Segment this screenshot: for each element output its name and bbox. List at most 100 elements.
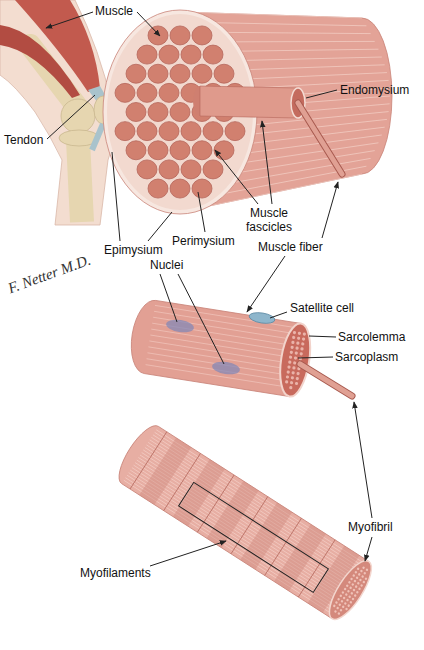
a-band (139, 438, 191, 505)
myofilament-section (346, 584, 349, 587)
myofibril-section (299, 352, 303, 356)
a-band (173, 459, 225, 526)
fascicle (170, 26, 190, 45)
fascicle (225, 122, 245, 141)
leader-arrow (215, 150, 258, 204)
fascicle (148, 26, 168, 45)
myofibril-face (322, 555, 379, 625)
myofibril-section (293, 331, 297, 335)
leader-line (198, 192, 205, 232)
myofilament-box (179, 482, 329, 592)
myofilament-section (351, 583, 354, 586)
fascicle (170, 103, 190, 122)
part-label: Tendon (4, 133, 43, 147)
femur-condyle (61, 99, 95, 133)
myofilament-section (358, 573, 361, 576)
leader-line (47, 95, 95, 139)
patellar-ligament (92, 124, 103, 150)
part-label: Epimysium (104, 243, 163, 257)
leader-arrow (247, 256, 285, 312)
z-line (164, 453, 201, 510)
myofilament-section (351, 597, 354, 600)
myofibril-section (287, 365, 291, 369)
myofilament-section (356, 567, 359, 570)
myofilament-section (349, 601, 352, 604)
fascicle (148, 141, 168, 160)
fascicle (181, 122, 201, 141)
part-label: Myofilaments (80, 566, 151, 580)
fascicle (148, 103, 168, 122)
myofibril-section (303, 332, 307, 336)
myofibril-section (286, 370, 290, 374)
z-line (298, 540, 335, 597)
myofibril-section (294, 351, 298, 355)
myofilament-section (352, 574, 355, 577)
myofibril-rod (300, 364, 352, 396)
myofibril-section (290, 381, 294, 385)
fascicle (126, 64, 146, 83)
leader-arrow (262, 121, 272, 204)
leader-arrow (137, 12, 160, 36)
fascicle (148, 179, 168, 198)
myofilament-section (333, 604, 336, 607)
fascicle (170, 179, 190, 198)
myofilament-section (342, 605, 345, 608)
part-label: Sarcolemma (338, 330, 405, 344)
fascicle (214, 64, 234, 83)
myofilament-section (348, 595, 351, 598)
fascicle (214, 141, 234, 160)
leader-arrow (46, 12, 93, 28)
myofibril-section (297, 336, 301, 340)
fascicle-rod (200, 86, 298, 118)
fascicle (137, 160, 157, 179)
myofibril-section (289, 355, 293, 359)
fascicle (203, 160, 223, 179)
leader-line (309, 336, 336, 337)
fascicle (203, 122, 223, 141)
myofilament-section (364, 577, 367, 580)
myofibril-section (286, 375, 290, 379)
myofilament-section (363, 572, 366, 575)
fascicle (137, 45, 157, 64)
fascicle (170, 141, 190, 160)
myofilament-section (350, 592, 353, 595)
leader-line (148, 212, 172, 241)
myofibril-section (296, 341, 300, 345)
muscle-fiber (126, 298, 314, 399)
part-label: Satellite cell (290, 301, 354, 315)
myofilament-section (347, 604, 350, 607)
fascicle (126, 141, 146, 160)
myofilament-section (362, 580, 365, 583)
signature: F. Netter M.D. (6, 252, 93, 298)
knee-illustration (0, 0, 114, 225)
myofibril-body (112, 420, 369, 619)
fascicle (115, 122, 135, 141)
myofibril-section (285, 380, 289, 384)
myofilament-section (337, 612, 340, 615)
part-label: Endomysium (340, 83, 409, 97)
myofibril-section (295, 346, 299, 350)
fiber-rod-outline (298, 103, 342, 174)
myofilament-section (338, 603, 341, 606)
myofibril-section (298, 331, 302, 335)
myofilament-section (352, 588, 355, 591)
myofibril-section (292, 336, 296, 340)
myofilament-section (345, 607, 348, 610)
fiber-stripe (154, 311, 299, 334)
leader-arrow (150, 541, 226, 566)
leader-line (178, 274, 224, 364)
myofilament-section (350, 577, 353, 580)
myofilament-section (334, 610, 337, 613)
fascicle (192, 141, 212, 160)
myofibril-section (292, 366, 296, 370)
myofilament-section (345, 593, 348, 596)
z-line (130, 432, 167, 489)
part-label: Nuclei (150, 258, 183, 272)
fascicle (115, 83, 135, 102)
myofilament-section (365, 568, 368, 571)
leader-arrow (322, 182, 338, 238)
fascicle (159, 45, 179, 64)
fiber-stripe (150, 335, 295, 358)
z-line (231, 497, 268, 554)
